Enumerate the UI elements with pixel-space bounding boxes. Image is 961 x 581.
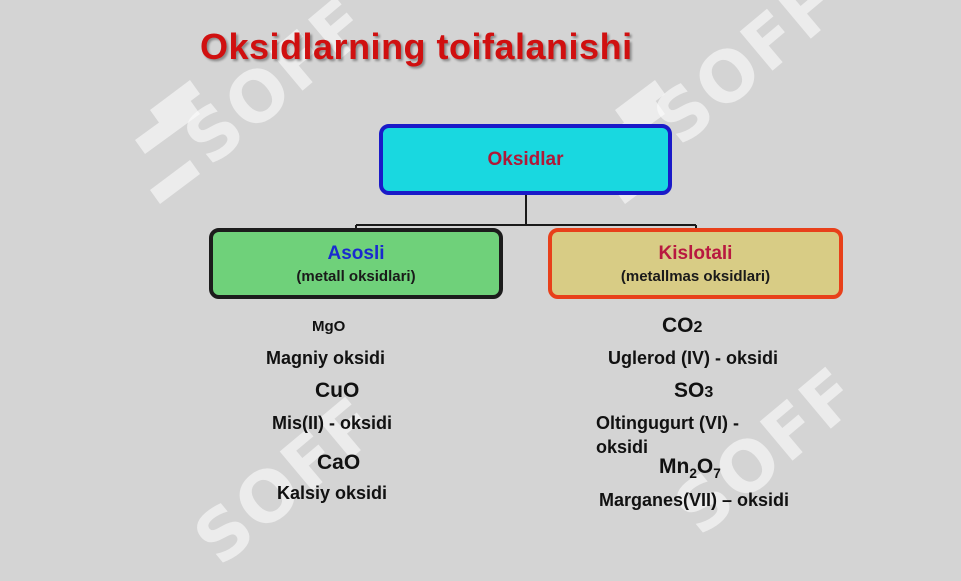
right-item-name: Marganes(VII) – oksidi	[599, 490, 790, 510]
root-label: Oksidlar	[487, 148, 564, 170]
left-branch-title: Asosli	[327, 242, 385, 264]
right-item-name: Uglerod (IV) - oksidi	[608, 348, 779, 368]
formula-index: 7	[713, 466, 721, 482]
page-title: Oksidlarning toifalanishi	[200, 26, 633, 67]
left-item-name: Mis(II) - oksidi	[272, 413, 393, 433]
right-branch-subtitle: (metallmas oksidlari)	[620, 267, 771, 285]
left-item-name: Kalsiy oksidi	[277, 483, 388, 503]
right-branch-node: Kislotali (metallmas oksidlari)	[548, 228, 843, 299]
right-item-formula: Mn2O7	[659, 455, 721, 481]
formula-index: 2	[689, 466, 697, 482]
formula-index: 2	[693, 319, 703, 336]
formula-part: O	[696, 455, 714, 478]
right-item-formula: SO3	[674, 379, 713, 403]
root-node: Oksidlar	[379, 124, 672, 195]
left-item-formula: CuO	[315, 379, 360, 402]
right-item-name-continued: oksidi	[596, 437, 649, 457]
left-branch-node: Asosli (metall oksidlari)	[209, 228, 503, 299]
left-item-formula: CaO	[317, 451, 361, 474]
right-item-name: Oltingugurt (VI) -	[596, 413, 739, 433]
left-branch-subtitle: (metall oksidlari)	[296, 267, 416, 285]
left-item-name: Magniy oksidi	[266, 348, 386, 368]
formula-base: CO	[662, 314, 694, 337]
formula-part: Mn	[659, 455, 690, 478]
formula-index: 3	[704, 384, 714, 401]
left-item-formula: MgO	[312, 318, 346, 335]
formula-base: SO	[674, 379, 705, 402]
right-branch-title: Kislotali	[658, 242, 733, 264]
right-item-formula: CO2	[662, 314, 702, 338]
